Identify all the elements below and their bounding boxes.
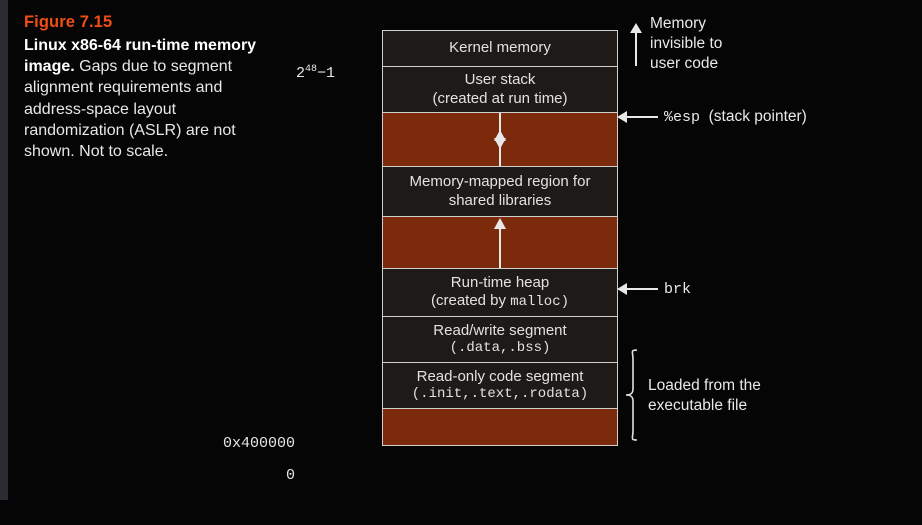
- address-base: 2: [295, 65, 305, 82]
- memory-row-read-write-segment: Read/write segment (.data,.bss): [382, 316, 618, 362]
- brk-label: brk: [664, 281, 692, 298]
- memory-row-heap-gap: [382, 216, 618, 268]
- left-edge-rail: [0, 0, 8, 500]
- register-description: (stack pointer): [708, 108, 807, 125]
- loaded-from-executable-brace-icon: [624, 349, 640, 441]
- row-label-line1: Read/write segment: [433, 321, 567, 339]
- annotation-line2: invisible to: [650, 34, 723, 52]
- row-label-line1: User stack: [464, 71, 536, 89]
- figure-caption-text: Linux x86-64 run-time memory image. Gaps…: [24, 37, 256, 160]
- row-label-line2-mono: malloc): [510, 294, 570, 311]
- row-label-line2-text: (created by: [430, 292, 511, 310]
- address-suffix: −1: [316, 65, 335, 82]
- stack-gap-grow-up-arrow-icon: [494, 130, 506, 166]
- row-label-line1: Kernel memory: [449, 39, 551, 57]
- memory-row-user-stack: User stack (created at run time): [382, 66, 618, 112]
- memory-row-memory-mapped-region: Memory-mapped region for shared librarie…: [382, 166, 618, 216]
- memory-layout-diagram: Kernel memory User stack (created at run…: [382, 30, 618, 446]
- memory-row-kernel-memory: Kernel memory: [382, 30, 618, 66]
- annotation-brk: brk: [664, 279, 691, 299]
- row-label-line2: shared libraries: [448, 191, 552, 209]
- heap-grow-up-arrow-icon: [494, 218, 506, 268]
- row-label-line2: (created by malloc): [431, 292, 569, 311]
- stack-pointer-arrow-icon: [617, 111, 658, 123]
- row-label-line1: Memory-mapped region for: [409, 173, 591, 191]
- memory-row-read-only-code-segment: Read-only code segment (.init,.text,.rod…: [382, 362, 618, 408]
- row-label-line2-mono: (.data,.bss): [449, 340, 551, 357]
- row-label-line1: Read-only code segment: [416, 367, 584, 385]
- address-exponent: 48: [304, 64, 317, 75]
- annotation-line1: Loaded from the: [648, 377, 761, 394]
- memory-row-reserved-low-memory: [382, 408, 618, 446]
- annotation-line2: executable file: [648, 396, 748, 414]
- annotation-loaded-from-executable: Loaded from the executable file: [648, 376, 761, 416]
- register-name: %esp: [664, 109, 701, 126]
- annotation-line1: Memory: [650, 15, 706, 32]
- figure-title: Linux x86-64 run-time memory image.: [24, 36, 257, 76]
- annotation-stack-pointer: %esp (stack pointer): [664, 107, 807, 127]
- row-label-line1: Run-time heap: [450, 273, 550, 291]
- row-label-line2-mono: (.init,.text,.rodata): [411, 386, 589, 403]
- memory-row-stack-gap: [382, 112, 618, 166]
- figure-number: Figure 7.15: [24, 13, 113, 31]
- annotation-kernel-invisible: Memory invisible to user code: [650, 14, 722, 73]
- address-label-zero: 0: [285, 467, 295, 484]
- figure-caption: Figure 7.15 Linux x86-64 run-time memory…: [24, 12, 269, 163]
- figure-body: Gaps due to segment alignment requiremen…: [24, 58, 236, 161]
- row-label-line2: (created at run time): [432, 89, 568, 107]
- address-label-top-of-user-space: 248−1: [205, 64, 335, 82]
- annotation-line3: user code: [650, 54, 719, 72]
- kernel-memory-up-arrow-icon: [630, 23, 642, 66]
- address-label-code-start: 0x400000: [222, 435, 295, 452]
- brk-arrow-icon: [617, 283, 658, 295]
- memory-row-run-time-heap: Run-time heap (created by malloc): [382, 268, 618, 316]
